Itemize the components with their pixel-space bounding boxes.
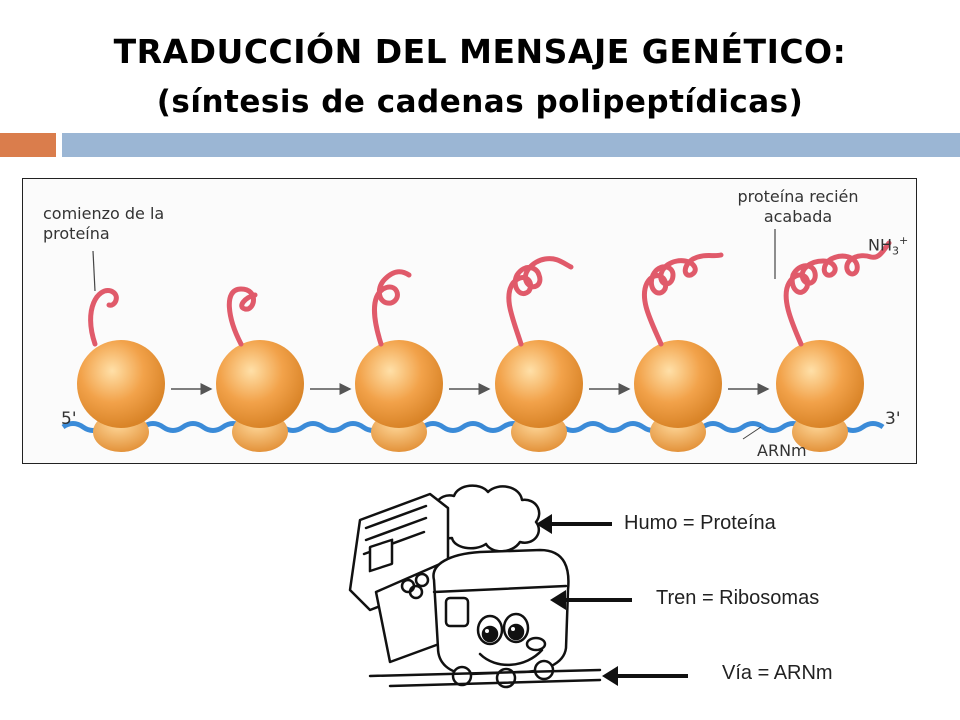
protein-chains (88, 240, 892, 347)
label-protein-start: comienzo de la proteína (43, 204, 165, 243)
mrna-strand (61, 421, 885, 433)
legend-track-mrna: Vía = ARNm (722, 662, 833, 684)
slide-title: TRADUCCIÓN DEL MENSAJE GENÉTICO: (113, 32, 847, 71)
ribosome (77, 340, 165, 452)
ribosome (216, 340, 304, 452)
ribosome (776, 340, 864, 452)
translation-diagram: comienzo de la proteína proteína recién … (22, 178, 917, 464)
legend-smoke-protein: Humo = Proteína (624, 512, 776, 534)
label-protein-finished: proteína recién acabada (737, 187, 859, 226)
ribosome (634, 340, 722, 452)
label-3-prime: 3' (885, 409, 901, 429)
label-5-prime: 5' (61, 409, 77, 429)
train-cartoon-icon (348, 484, 602, 689)
ribosome (355, 340, 443, 452)
label-nh3: NH3+ (868, 234, 909, 258)
accent-bar-blue (62, 133, 960, 157)
ribosome (495, 340, 583, 452)
label-mrna: ARNm (757, 441, 807, 460)
legend-train-ribosomes: Tren = Ribosomas (656, 587, 820, 609)
slide-subtitle: (síntesis de cadenas polipeptídicas) (156, 84, 804, 120)
translation-illustration (61, 229, 892, 452)
accent-bar-orange (0, 133, 56, 157)
